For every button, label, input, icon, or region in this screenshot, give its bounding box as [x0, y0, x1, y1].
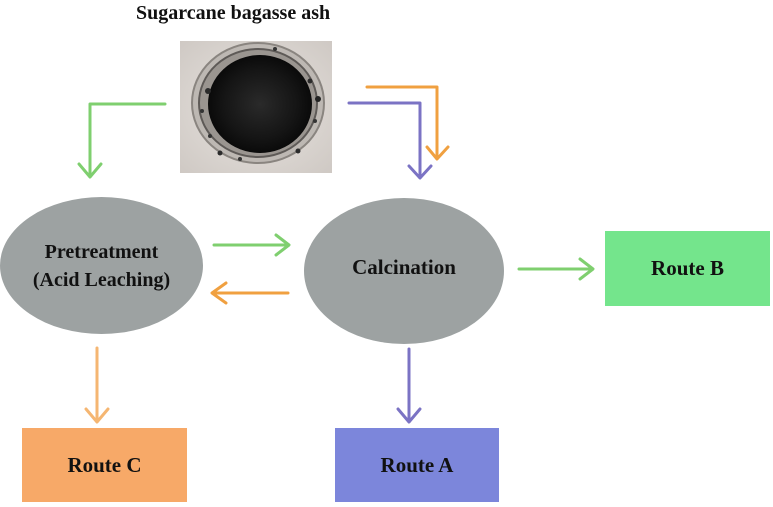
route-a-box: Route A — [335, 428, 499, 502]
ash-to-pretreatment-arrow — [88, 102, 167, 178]
pretreatment-label: Pretreatment — [44, 240, 159, 263]
ash-to-calcination-purple-arrow — [347, 101, 422, 179]
calcination-to-route-a-arrowhead — [396, 407, 422, 424]
route-c-box: Route C — [22, 428, 187, 502]
pretreatment-to-calcination-arrowhead — [274, 233, 291, 257]
ash-to-calcination-purple-arrowhead — [407, 164, 433, 180]
route-a-label: Route A — [380, 452, 454, 477]
route-c-label: Route C — [67, 452, 142, 477]
ash-to-pretreatment-arrowhead — [77, 162, 103, 179]
calcination-label: Calcination — [352, 254, 456, 279]
calcination-to-route-b-arrowhead — [578, 257, 595, 281]
diagram-title: Sugarcane bagasse ash — [136, 2, 331, 24]
ash-to-calcination-orange-arrowhead — [425, 145, 450, 161]
route-b-label: Route B — [651, 256, 724, 280]
pretreatment-node: Pretreatment (Acid Leaching) — [0, 197, 203, 334]
route-b-box: Route B — [605, 231, 770, 306]
bagasse-ash-photo — [180, 41, 332, 173]
acid-leaching-label: (Acid Leaching) — [32, 268, 171, 291]
calcination-node: Calcination — [304, 198, 504, 344]
calcination-to-pretreatment-arrowhead — [210, 281, 228, 305]
pretreatment-to-route-c-arrowhead — [84, 407, 110, 424]
ash-to-calcination-orange-arrow — [365, 85, 439, 160]
